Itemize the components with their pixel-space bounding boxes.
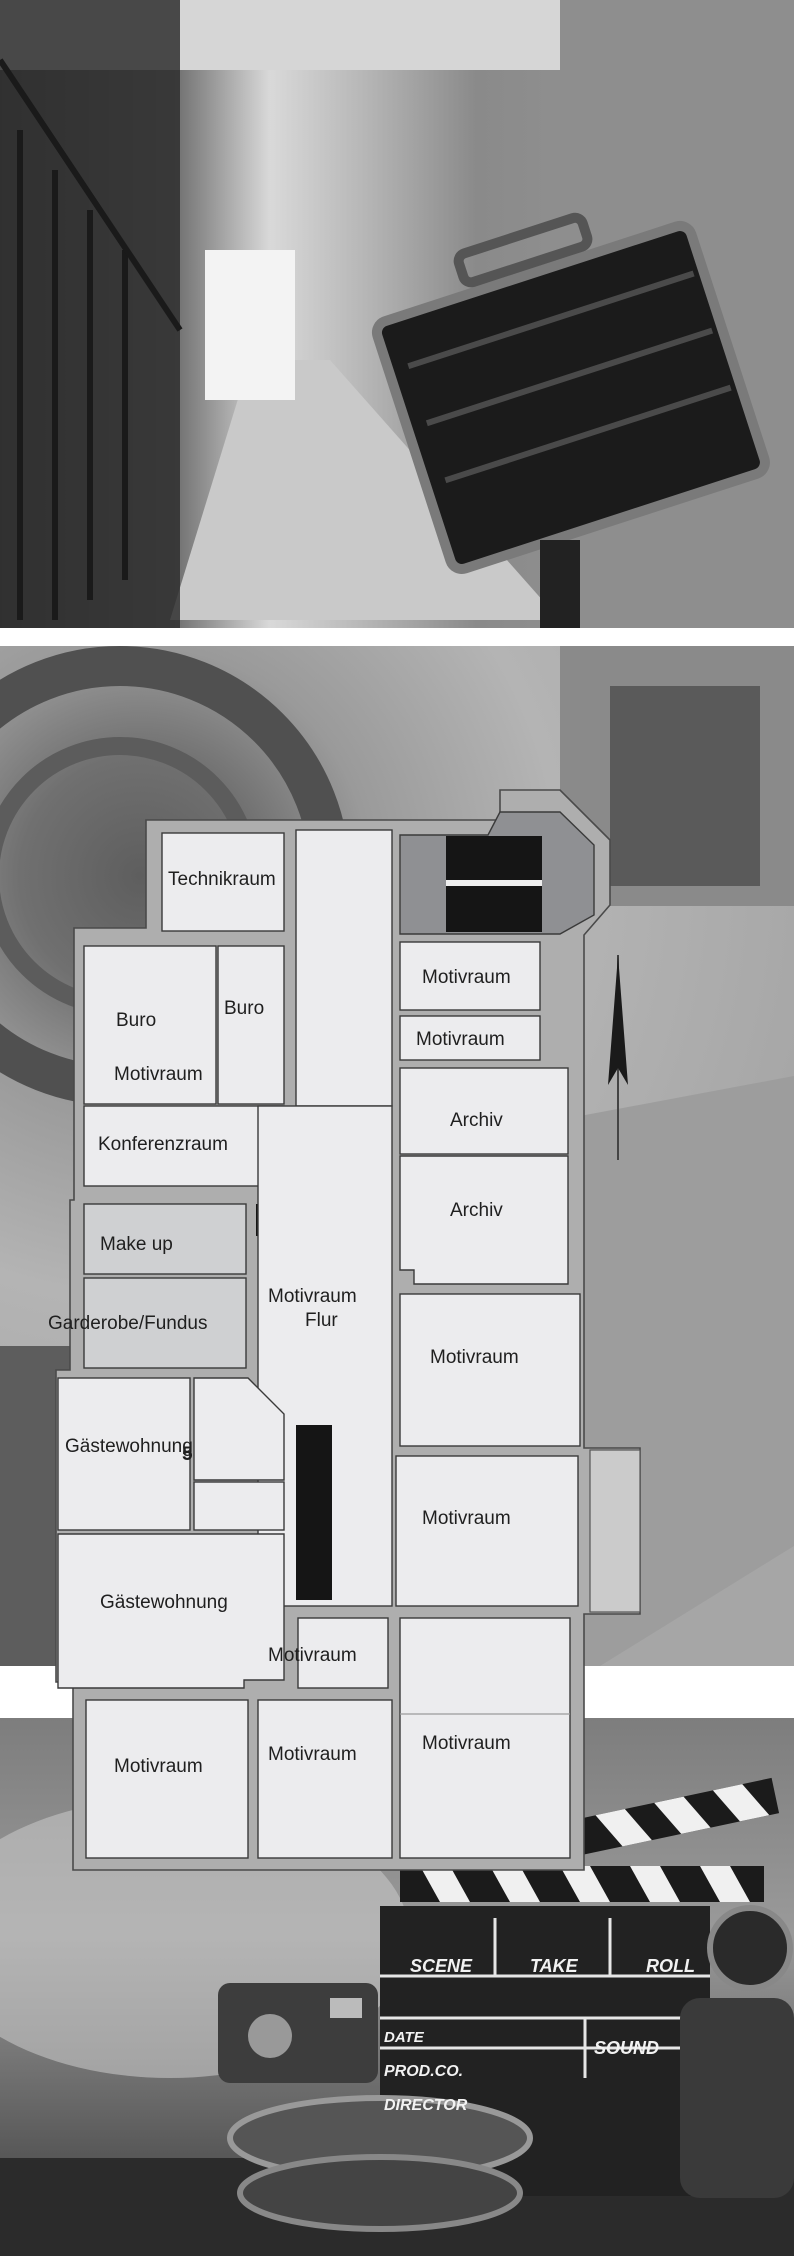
room-technikraum [161, 832, 285, 932]
clapper-sound-label: SOUND [594, 2038, 659, 2058]
room-gaestewohnung-1-annex [193, 1377, 285, 1481]
label-gaestewohnung-1: Gästewohnung [65, 1436, 193, 1457]
label-archiv-2: Archiv [450, 1200, 503, 1221]
label-motivraum-buro: Motivraum [114, 1064, 203, 1085]
clapper-roll-label: ROLL [646, 1956, 695, 1976]
corridor-upper [295, 829, 393, 1107]
clapper-date-label: DATE [384, 2029, 425, 2046]
stone-annex [589, 1449, 641, 1613]
label-motivraum-small-1: Motivraum [422, 967, 511, 988]
clapperboard-illustration [0, 1777, 794, 2256]
clapper-take-label: TAKE [530, 1956, 579, 1976]
room-motivraum-bottom-mid [257, 1699, 393, 1859]
clapper-scene-label: SCENE [410, 1956, 473, 1976]
room-make-up [83, 1203, 247, 1275]
corridor-illustration [0, 0, 794, 628]
room-archiv-2 [399, 1155, 569, 1285]
label-technikraum: Technikraum [168, 869, 276, 890]
corridor-photo [0, 0, 794, 628]
room-garderobe [83, 1277, 247, 1369]
room-motivraum-bottom-left [85, 1699, 249, 1859]
stair-line [446, 880, 542, 886]
room-motivraum-small-2 [399, 1015, 541, 1061]
label-buro-2: Buro [224, 998, 264, 1019]
room-motivraum-corridor-end [297, 1617, 389, 1689]
label-motivraum-small-2: Motivraum [416, 1029, 505, 1050]
label-motivraum-corridor-end: Motivraum [268, 1645, 357, 1666]
room-gaestewohnung-1 [57, 1377, 191, 1531]
label-motivraum-bottom-mid: Motivraum [268, 1744, 357, 1765]
room-motivraum-small-1 [399, 941, 541, 1011]
clapper-prod-label: PROD.CO. [384, 2063, 463, 2080]
label-garderobe: Garderobe/Fundus [48, 1313, 208, 1334]
label-gaestewohnung-2: Gästewohnung [100, 1592, 228, 1613]
label-motivraum-bottom-right: Motivraum [422, 1733, 511, 1754]
label-archiv-1: Archiv [450, 1110, 503, 1131]
label-gaestewohnung-number: 5 [182, 1444, 193, 1465]
label-make-up: Make up [100, 1234, 173, 1255]
room-motivraum-bottom-right [399, 1617, 571, 1859]
room-buro-1 [83, 945, 217, 1105]
room-motivraum-right-2 [395, 1455, 579, 1607]
label-motivraum-bottom-left: Motivraum [114, 1756, 203, 1777]
label-motivraum-flur-1: Motivraum [268, 1286, 357, 1307]
room-gaestewohnung-2 [57, 1533, 285, 1689]
room-archiv-1 [399, 1067, 569, 1155]
room-motivraum-right-1 [399, 1293, 581, 1447]
room-konferenzraum [83, 1105, 285, 1187]
room-gaestewohnung-1-bath [193, 1481, 285, 1531]
stair-block-corridor [296, 1425, 332, 1600]
label-motivraum-right-1: Motivraum [430, 1347, 519, 1368]
label-konferenzraum: Konferenzraum [98, 1134, 228, 1155]
room-buro-2 [217, 945, 285, 1105]
label-buro-1: Buro [116, 1010, 156, 1031]
label-motivraum-right-2: Motivraum [422, 1508, 511, 1529]
label-motivraum-flur-2: Flur [305, 1310, 338, 1331]
north-arrow-icon [608, 955, 628, 1160]
clapper-director-label: DIRECTOR [384, 2097, 468, 2114]
